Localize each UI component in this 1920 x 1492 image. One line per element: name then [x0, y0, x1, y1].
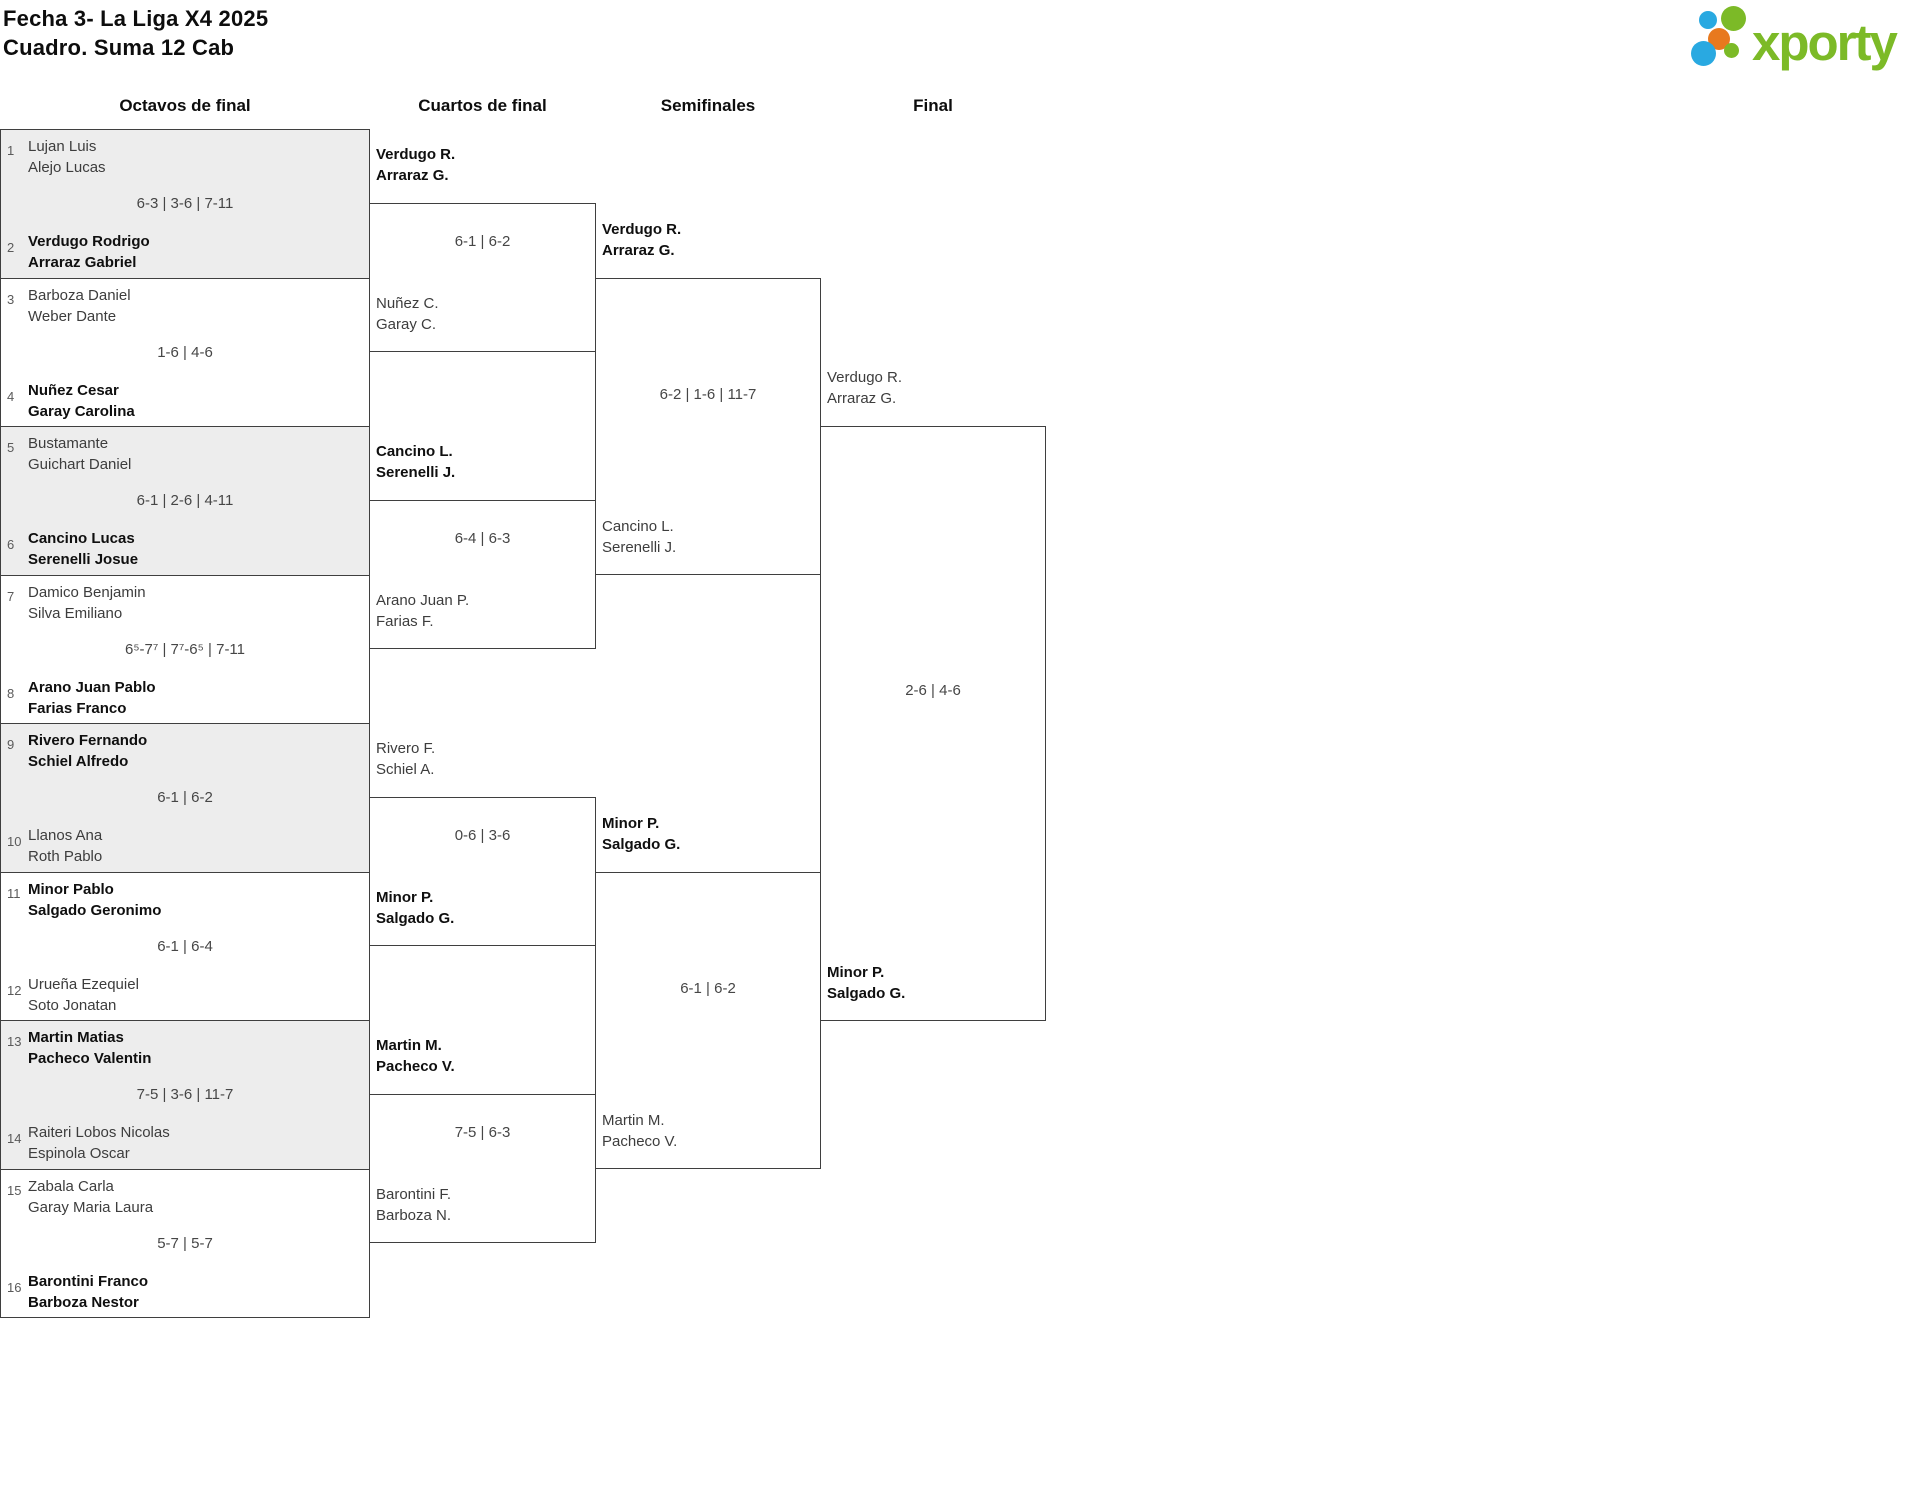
octavos-match-8: 15 Zabala Carla Garay Maria Laura 5-7 | … — [0, 1168, 370, 1318]
team-pair: Rivero Fernando Schiel Alfredo — [28, 732, 148, 770]
cuartos-team-label: Verdugo R. Arraraz G. — [376, 146, 456, 184]
xporty-logo: xporty — [1688, 2, 1920, 82]
seed-number: 12 — [7, 982, 22, 998]
octavos-match-5: 9 Rivero Fernando Schiel Alfredo 6-1 | 6… — [0, 723, 370, 873]
team-pair: Minor Pablo Salgado Geronimo — [28, 880, 162, 919]
octavos-match-6: 11 Minor Pablo Salgado Geronimo 6-1 | 6-… — [0, 871, 370, 1021]
match-score: 5-7 | 5-7 — [157, 1234, 213, 1252]
match-score: 7-5 | 3-6 | 11-7 — [136, 1086, 234, 1103]
page-title: Fecha 3- La Liga X4 2025 Cuadro. Suma 12… — [3, 4, 268, 62]
match-score: 6-3 | 3-6 | 7-11 — [136, 195, 234, 212]
logo-dot-green-small-icon — [1724, 43, 1739, 58]
cuartos-team-label: Cancino L. Serenelli J. — [376, 443, 456, 481]
seed-number: 7 — [7, 588, 15, 604]
seed-number: 9 — [7, 737, 15, 752]
semifinal-team-label: Martin M. Pacheco V. — [602, 1112, 678, 1150]
team-pair: Martin Matias Pacheco Valentin — [28, 1029, 152, 1067]
semifinal-team-label: Verdugo R. Arraraz G. — [602, 221, 682, 259]
logo-wordmark: xporty — [1752, 14, 1898, 71]
match-score: 6-4 | 6-3 — [454, 530, 511, 547]
match-score: 6-2 | 1-6 | 11-7 — [659, 385, 757, 403]
match-score: 7-5 | 6-3 — [454, 1124, 511, 1141]
team-pair: Bustamante Guichart Daniel — [28, 435, 132, 473]
seed-number: 5 — [7, 440, 15, 455]
match-score: 2-6 | 4-6 — [905, 682, 961, 699]
tournament-name: Fecha 3- La Liga X4 2025 — [3, 6, 269, 31]
match-score: 0-6 | 3-6 — [454, 827, 511, 844]
cuartos-team-label: Barontini F. Barboza N. — [376, 1186, 452, 1224]
seed-number: 10 — [7, 834, 22, 849]
seed-number: 13 — [7, 1034, 22, 1049]
column-header-semifinales: Semifinales — [660, 96, 756, 115]
match-score: 6-1 | 6-4 — [157, 937, 213, 955]
seed-number: 2 — [7, 240, 15, 255]
seed-number: 11 — [7, 885, 21, 901]
final-team-label: Verdugo R. Arraraz G. — [827, 369, 903, 407]
column-header-final: Final — [913, 96, 953, 115]
match-score: 6⁵-7⁷ | 7⁷-6⁵ | 7-11 — [124, 640, 246, 658]
cuartos-team-label: Minor P. Salgado G. — [376, 889, 455, 927]
team-pair: Urueña Ezequiel Soto Jonatan — [28, 975, 139, 1014]
team-pair: Verdugo Rodrigo Arraraz Gabriel — [28, 233, 150, 271]
team-pair: Llanos Ana Roth Pablo — [28, 827, 103, 865]
octavos-match-3: 5 Bustamante Guichart Daniel 6-1 | 2-6 |… — [0, 426, 370, 576]
octavos-match-2: 3 Barboza Daniel Weber Dante 1-6 | 4-6 N… — [0, 277, 370, 427]
bracket-subtitle: Cuadro. Suma 12 Cab — [3, 35, 235, 60]
seed-number: 6 — [7, 537, 15, 552]
semifinal-team-label: Cancino L. Serenelli J. — [602, 518, 677, 556]
seed-number: 8 — [7, 685, 15, 701]
final-match-box: 2-6 | 4-6 — [820, 426, 1046, 1021]
final-team-label: Minor P. Salgado G. — [827, 964, 906, 1002]
team-pair: Barontini Franco Barboza Nestor — [28, 1272, 149, 1311]
seed-number: 15 — [7, 1182, 22, 1198]
cuartos-team-label: Martin M. Pacheco V. — [376, 1037, 455, 1075]
column-header-cuartos: Cuartos de final — [418, 96, 547, 115]
logo-dot-orange-icon — [1708, 28, 1730, 50]
match-score: 6-1 | 6-2 — [680, 979, 736, 997]
team-pair: Barboza Daniel Weber Dante — [28, 286, 131, 325]
team-pair: Raiteri Lobos Nicolas Espinola Oscar — [28, 1124, 170, 1162]
logo-dot-blue-small-icon — [1699, 11, 1717, 29]
match-score: 1-6 | 4-6 — [157, 343, 213, 361]
seed-number: 14 — [7, 1131, 22, 1146]
seed-number: 1 — [7, 143, 15, 158]
team-pair: Arano Juan Pablo Farias Franco — [28, 678, 156, 717]
octavos-match-7: 13 Martin Matias Pacheco Valentin 7-5 | … — [0, 1020, 370, 1170]
team-pair: Cancino Lucas Serenelli Josue — [28, 530, 139, 568]
seed-number: 3 — [7, 291, 15, 307]
seed-number: 16 — [7, 1279, 22, 1295]
column-header-octavos: Octavos de final — [119, 96, 251, 115]
cuartos-team-label: Nuñez C. Garay C. — [376, 295, 439, 333]
team-pair: Lujan Luis Alejo Lucas — [28, 138, 106, 176]
match-score: 6-1 | 6-2 — [454, 233, 511, 250]
team-pair: Zabala Carla Garay Maria Laura — [28, 1177, 154, 1216]
match-score: 6-1 | 2-6 | 4-11 — [136, 492, 234, 509]
seed-number: 4 — [7, 388, 15, 404]
team-pair: Damico Benjamin Silva Emiliano — [28, 583, 146, 622]
team-pair: Nuñez Cesar Garay Carolina — [28, 381, 135, 420]
cuartos-team-label: Arano Juan P. Farias F. — [376, 592, 470, 630]
octavos-match-4: 7 Damico Benjamin Silva Emiliano 6⁵-7⁷ |… — [0, 574, 370, 724]
semifinal-team-label: Minor P. Salgado G. — [602, 815, 681, 853]
logo-dot-blue-large-icon — [1691, 41, 1716, 66]
octavos-match-1: 1 Lujan Luis Alejo Lucas 6-3 | 3-6 | 7-1… — [0, 129, 370, 279]
logo-dot-green-large-icon — [1721, 6, 1746, 31]
match-score: 6-1 | 6-2 — [157, 789, 213, 806]
cuartos-team-label: Rivero F. Schiel A. — [376, 740, 436, 778]
